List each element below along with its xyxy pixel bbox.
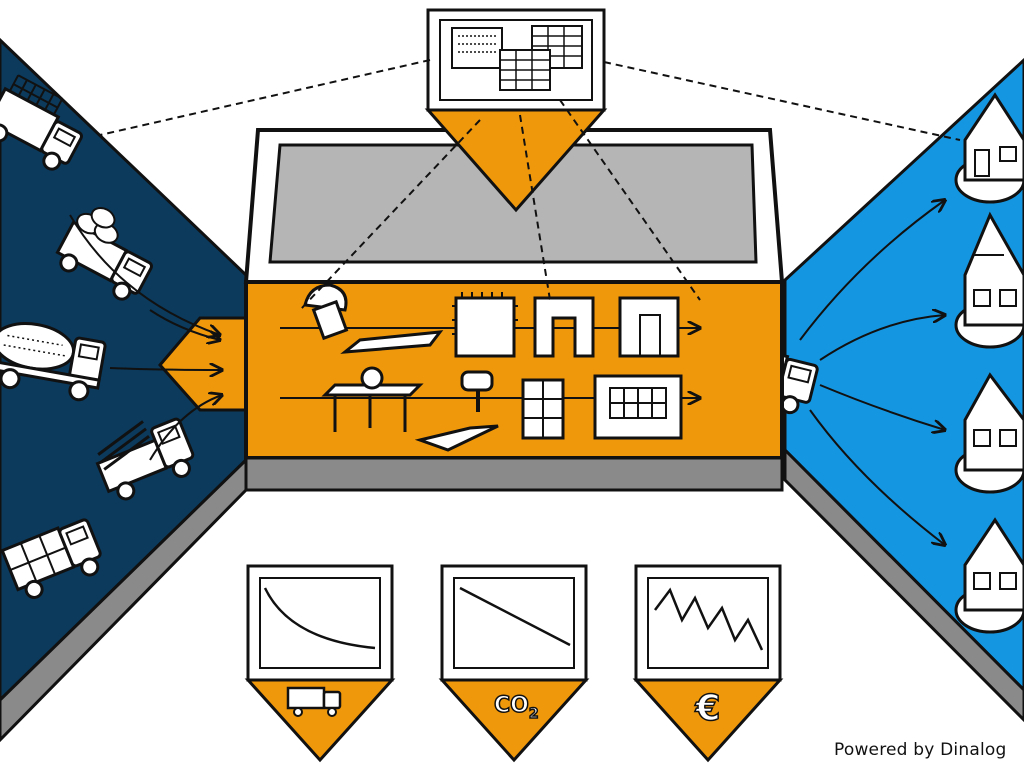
co2-kpi: CO2 [438,564,590,763]
window-frame-icon [521,378,565,440]
cost-kpi: € [632,564,784,763]
production-row-2 [280,366,700,452]
door-opening-panel-icon [533,296,595,358]
door-panel-icon [618,296,680,358]
truck-cement-mixer-icon [0,322,107,402]
production-row-1 [280,283,700,358]
truck-icon [286,686,342,717]
decreasing-line [459,586,571,647]
house-2-icon [954,211,1024,349]
concrete-pour-icon [303,283,444,354]
co2-icon: CO2 [494,693,539,722]
wall-panel-icon [452,292,518,358]
truck-logs-icon [95,417,195,501]
dashboard-connector-lines [99,59,961,311]
truck-steel-frame-icon [0,74,83,171]
credit-label: Powered by Dinalog [834,740,1007,760]
supplier-flow-arrows [69,214,222,461]
truck-crates-icon [0,518,102,599]
house-3-icon [954,372,1024,494]
euro-icon: € [694,688,720,729]
co2-subscript: 2 [529,706,539,722]
saw-table-icon [321,366,424,432]
house-1-icon [954,92,1024,204]
drill-icon [414,370,499,452]
decreasing-curve [263,587,376,650]
co2-symbol: CO [494,693,529,718]
transport-kpi [244,564,396,763]
window-panel-icon [593,374,683,440]
customer-flow-arrows [799,200,945,545]
fluctuating-decline [654,587,764,651]
house-4-icon [954,517,1024,634]
control-dashboard [424,8,608,213]
